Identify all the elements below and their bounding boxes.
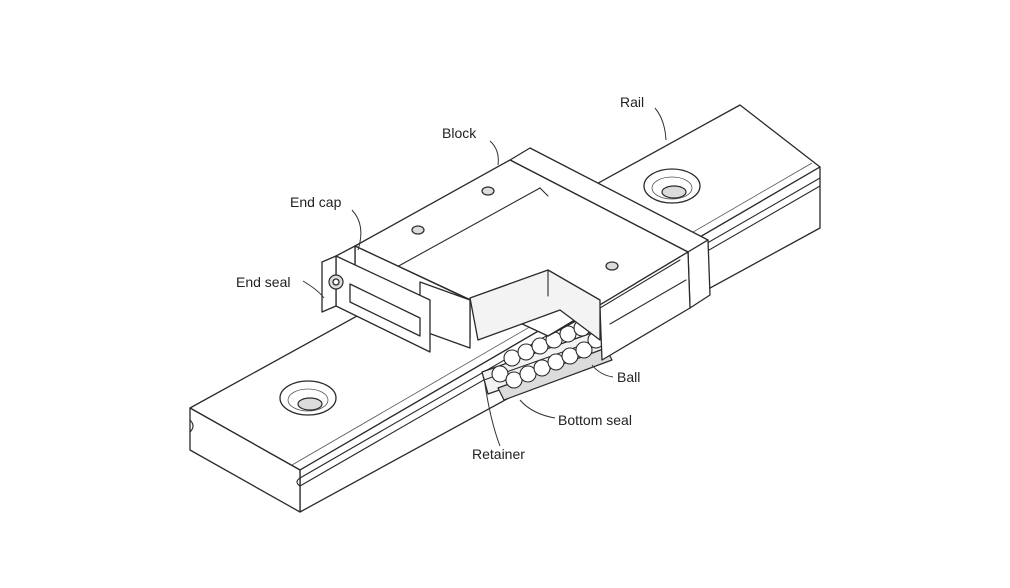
leader-end-seal [302,280,325,299]
label-bottom-seal: Bottom seal [558,412,632,428]
rail-end-notch [189,419,194,433]
ball-bearings [491,319,605,389]
block-side-hole [605,261,619,271]
leader-ball [591,364,614,378]
leader-rail [654,107,667,141]
label-ball: Ball [617,369,640,385]
label-rail: Rail [620,94,644,110]
block-top-hole [481,186,495,196]
label-retainer: Retainer [472,446,525,462]
end-seal [321,255,344,313]
block-top-hole [411,225,425,235]
leader-retainer [483,377,501,447]
label-end-seal: End seal [236,274,290,290]
label-block: Block [442,125,477,141]
block [354,147,711,361]
leader-bottom-seal [519,399,556,419]
ball [575,341,593,359]
rail-mounting-hole-front [279,380,337,416]
rail-mounting-hole-rear [643,168,701,204]
leader-end-cap [351,209,362,251]
rail-end-face [189,407,301,513]
leader-block [489,140,499,166]
label-end-cap: End cap [290,194,342,210]
